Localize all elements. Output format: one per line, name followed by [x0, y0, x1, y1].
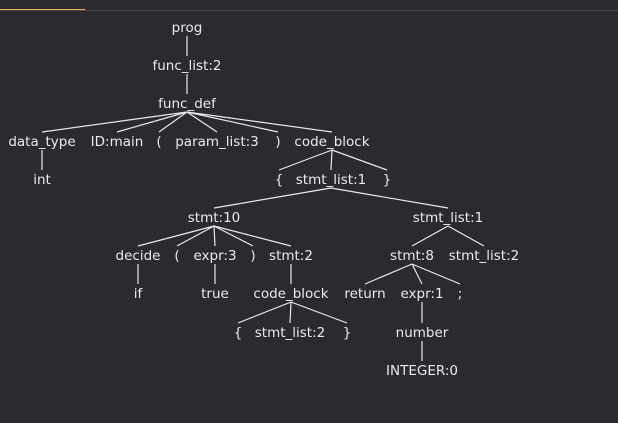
tree-edge-code_block1-rbrace1	[331, 149, 388, 171]
tree-edge-stmt10-expr3	[213, 225, 216, 247]
tree-nodes: prog func_list:2 func_def data_type ID:m…	[8, 20, 519, 379]
tree-edge-func_def-data_type	[41, 111, 188, 133]
node-code-block-inner: code_block	[253, 286, 328, 302]
node-stmt-list-2: stmt_list:2	[449, 248, 520, 264]
tree-edge-func_def-lparen1	[158, 111, 188, 133]
tree-edge-stmt_list1-stmt_list1b	[330, 187, 449, 209]
tree-edge-stmt10-decide	[137, 225, 215, 247]
tree-edge-stmt_list1b-stmt8	[411, 225, 449, 247]
tree-edge-func_def-param_list	[186, 111, 218, 133]
node-int: int	[33, 172, 51, 188]
tree-edge-func_def-id_main	[116, 111, 188, 133]
node-data-type: data_type	[8, 134, 75, 150]
node-true: true	[201, 286, 229, 302]
tab-strip	[0, 0, 618, 11]
node-stmt-list-2-inner: stmt_list:2	[255, 325, 326, 341]
tree-edge-code_block1-stmt_list1	[330, 149, 333, 171]
node-rparen-inner: )	[250, 248, 255, 264]
node-expr-1: expr:1	[400, 286, 443, 302]
node-prog: prog	[172, 20, 203, 36]
tree-edge-stmt10-stmt2	[213, 225, 292, 247]
node-func-list: func_list:2	[152, 58, 221, 74]
tree-edge-code_block2-rbrace2	[290, 301, 348, 324]
node-rparen: )	[275, 134, 280, 150]
node-expr-3: expr:3	[193, 248, 236, 264]
tree-edge-stmt8-semi	[411, 263, 461, 285]
node-stmt-10: stmt:10	[188, 210, 241, 226]
node-stmt-2: stmt:2	[269, 248, 313, 264]
tree-edge-code_block2-stmt_list2b	[289, 301, 292, 324]
node-lbrace: {	[275, 172, 284, 188]
node-lbrace-inner: {	[234, 325, 243, 341]
node-number: number	[396, 325, 449, 341]
tree-edge-stmt8-expr1	[411, 263, 423, 285]
node-rbrace: }	[383, 172, 392, 188]
tree-edge-func_def-code_block1	[186, 111, 333, 133]
node-semicolon: ;	[458, 286, 463, 302]
tree-edge-func_def-rparen1	[186, 111, 279, 133]
tree-edge-stmt8-return	[364, 263, 413, 285]
node-id-main: ID:main	[91, 134, 144, 150]
tab-strip-divider	[0, 10, 618, 11]
node-rbrace-inner: }	[343, 325, 352, 341]
tree-edge-stmt_list1-stmt10	[213, 187, 332, 209]
tree-edge-stmt_list1b-stmt_list2a	[447, 225, 485, 247]
node-lparen: (	[156, 134, 161, 150]
node-if: if	[134, 286, 144, 302]
node-func-def: func_def	[158, 96, 217, 112]
node-param-list: param_list:3	[175, 134, 259, 150]
node-return: return	[344, 286, 385, 302]
tree-edge-code_block2-lbrace2	[237, 301, 292, 324]
node-lparen-inner: (	[174, 248, 179, 264]
tree-edge-stmt10-lparen2	[176, 225, 215, 247]
node-stmt-list: stmt_list:1	[296, 172, 367, 188]
tree-edge-code_block1-lbrace1	[278, 149, 333, 171]
node-decide: decide	[116, 248, 161, 264]
node-stmt-8: stmt:8	[390, 248, 434, 264]
tree-edge-stmt10-rparen2	[213, 225, 254, 247]
node-integer-0: INTEGER:0	[386, 363, 458, 379]
node-code-block: code_block	[294, 134, 369, 150]
node-stmt-list-child: stmt_list:1	[413, 210, 484, 226]
tree-edges	[41, 36, 485, 361]
